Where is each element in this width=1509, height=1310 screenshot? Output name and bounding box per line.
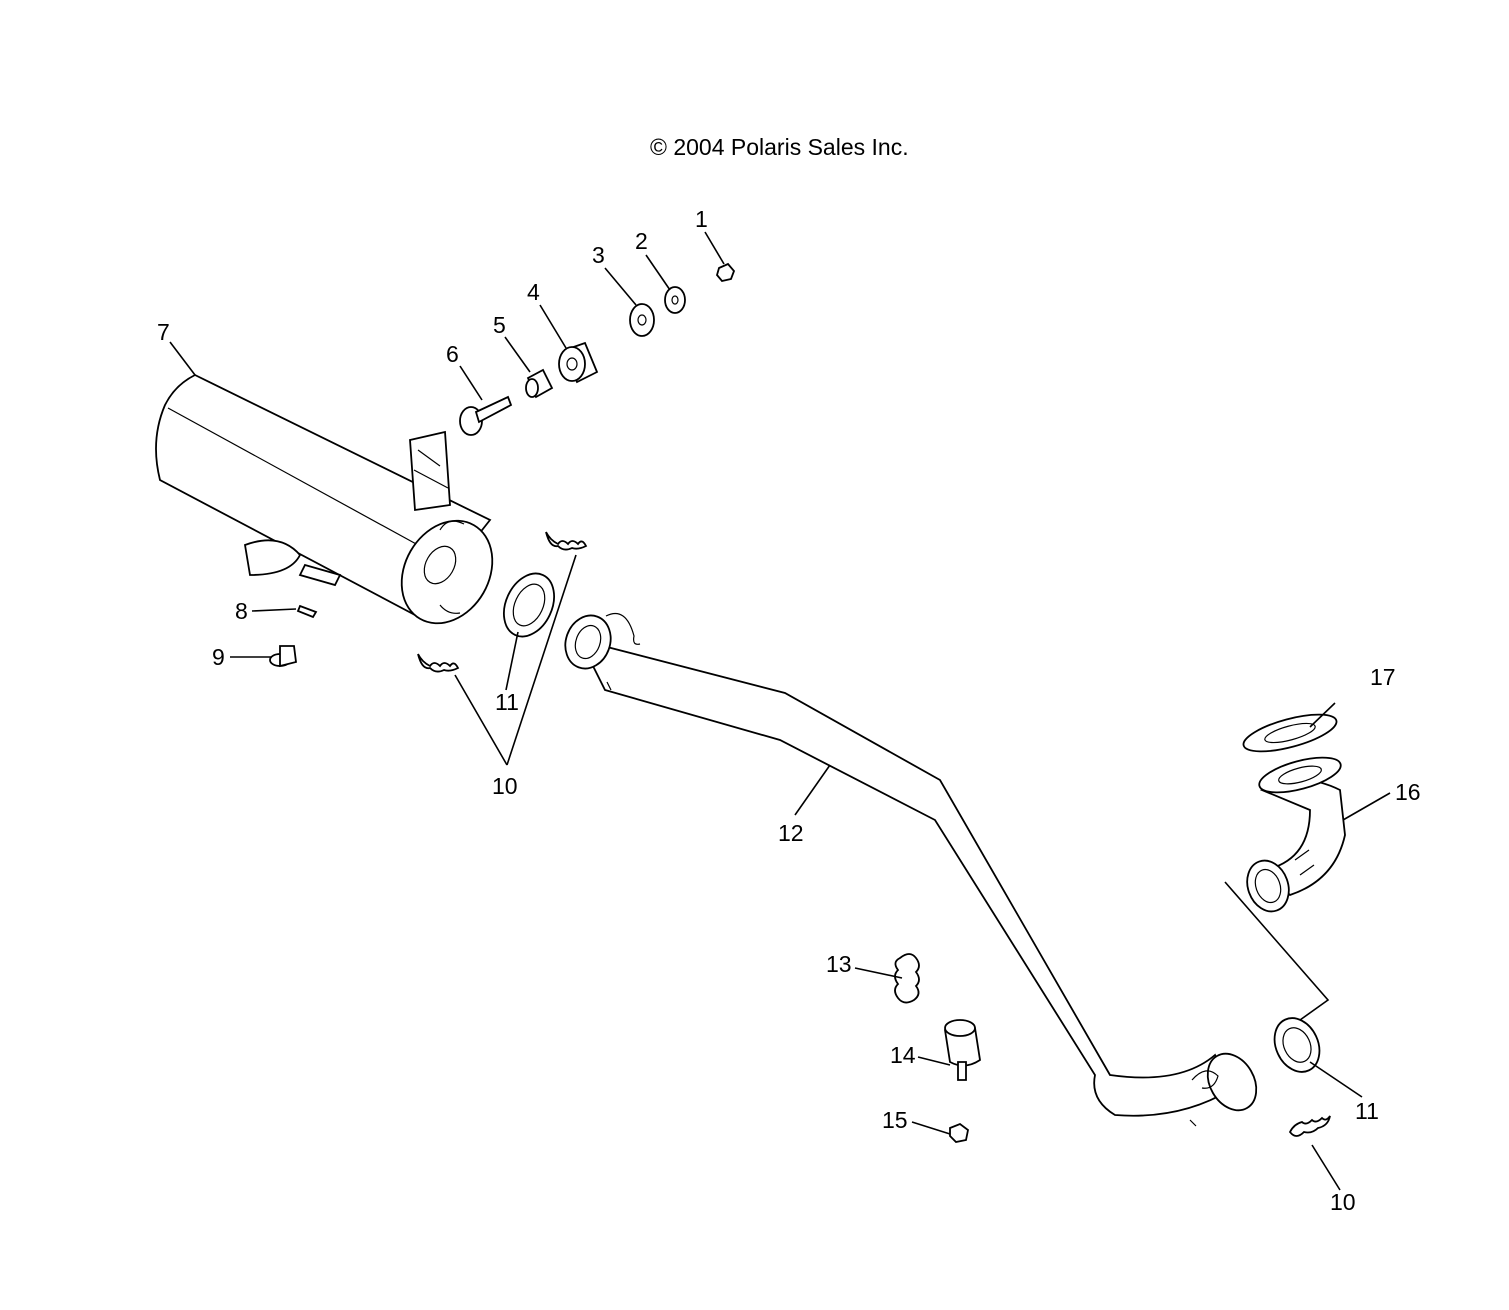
washer-part-2[interactable] bbox=[664, 286, 686, 314]
bolt-part-6[interactable] bbox=[459, 395, 513, 436]
callout-9: 9 bbox=[212, 644, 225, 670]
leader-lines bbox=[169, 231, 1391, 1191]
gasket-part-11a[interactable] bbox=[494, 565, 564, 644]
callout-11: 11 bbox=[495, 689, 519, 715]
spring-part-10a[interactable] bbox=[545, 531, 588, 551]
spring-part-10c[interactable] bbox=[1288, 1115, 1331, 1137]
callout-2: 2 bbox=[635, 228, 648, 254]
callout-13: 13 bbox=[826, 951, 852, 977]
bumper-part-14[interactable] bbox=[944, 1019, 981, 1081]
callout-4: 4 bbox=[527, 279, 540, 305]
callout-14: 14 bbox=[890, 1042, 916, 1068]
spring-part-13[interactable] bbox=[894, 953, 920, 1004]
washer-part-3[interactable] bbox=[629, 303, 655, 337]
callout-3: 3 bbox=[592, 242, 605, 268]
callout-17: 17 bbox=[1370, 664, 1396, 690]
callout-11-right: 11 bbox=[1355, 1098, 1379, 1124]
callout-10-right: 10 bbox=[1330, 1189, 1356, 1215]
gasket-part-11b[interactable] bbox=[1266, 1011, 1328, 1080]
head-pipe-part-12[interactable] bbox=[558, 609, 1266, 1127]
elbow-pipe-part-16[interactable] bbox=[1240, 751, 1346, 918]
callout-12: 12 bbox=[778, 820, 804, 846]
callout-15: 15 bbox=[882, 1107, 908, 1133]
screw-part-9[interactable] bbox=[269, 645, 297, 668]
callout-16: 16 bbox=[1395, 779, 1421, 805]
callout-6: 6 bbox=[446, 341, 459, 367]
rivet-part-8[interactable] bbox=[296, 604, 318, 619]
grommet-part-4[interactable] bbox=[558, 341, 599, 384]
gasket-part-17[interactable] bbox=[1240, 707, 1340, 759]
bushing-part-5[interactable] bbox=[525, 368, 554, 399]
callout-1: 1 bbox=[695, 206, 708, 232]
nut-part-1[interactable] bbox=[716, 262, 736, 282]
callout-10: 10 bbox=[492, 773, 518, 799]
callout-7: 7 bbox=[157, 319, 170, 345]
spring-part-10b[interactable] bbox=[417, 653, 460, 673]
callout-8: 8 bbox=[235, 598, 248, 624]
callout-5: 5 bbox=[493, 312, 506, 338]
muffler-part[interactable] bbox=[155, 373, 510, 640]
copyright-notice: © 2004 Polaris Sales Inc. bbox=[650, 134, 909, 160]
nut-part-15[interactable] bbox=[949, 1122, 969, 1143]
